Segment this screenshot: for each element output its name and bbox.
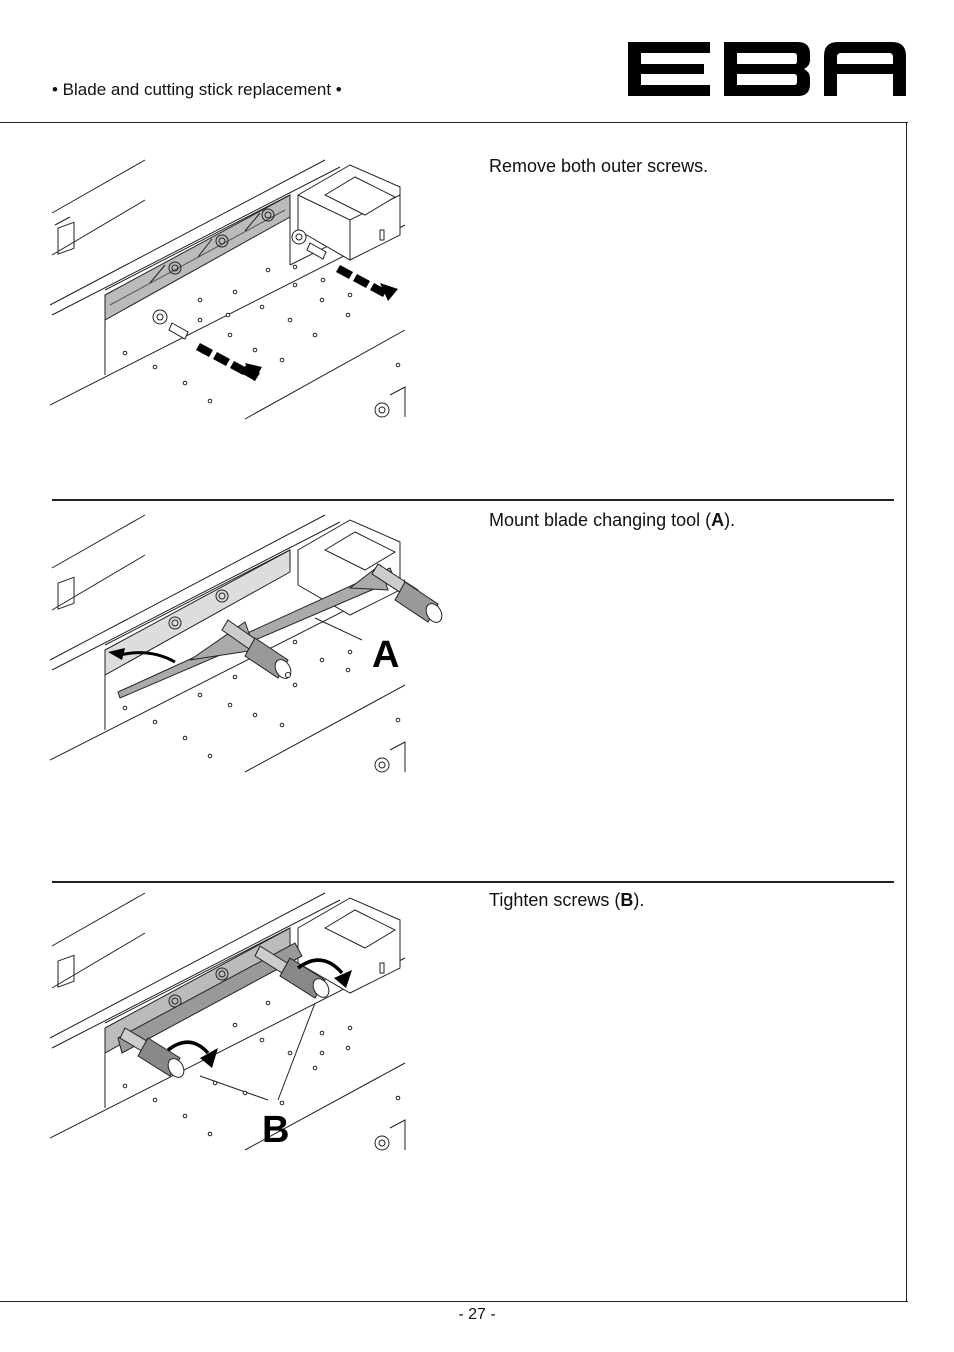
step-1-text: Remove both outer screws. bbox=[489, 156, 708, 177]
step-3-text-main: Tighten screws ( bbox=[489, 890, 621, 910]
callout-a: A bbox=[372, 634, 399, 676]
frame-right-rule bbox=[906, 122, 907, 1302]
callout-b: B bbox=[262, 1109, 289, 1151]
step-divider-2 bbox=[52, 881, 894, 883]
step-2-text: Mount blade changing tool (A). bbox=[489, 510, 735, 531]
frame-bottom-rule bbox=[0, 1301, 908, 1302]
page-number: - 27 - bbox=[458, 1306, 496, 1323]
step-2-text-end: ). bbox=[724, 510, 736, 530]
step-1-text-main: Remove both outer screws. bbox=[489, 156, 709, 176]
step-divider-1 bbox=[52, 499, 894, 501]
tighten-screws-illustration: B bbox=[50, 892, 406, 1151]
eba-logo bbox=[628, 42, 906, 96]
step-2-text-main: Mount blade changing tool ( bbox=[489, 510, 712, 530]
blade-tool-illustration: A bbox=[50, 514, 443, 773]
step-3-text-end: ). bbox=[633, 890, 645, 910]
section-title: • Blade and cutting stick replacement • bbox=[52, 80, 342, 99]
frame-top-rule bbox=[0, 122, 908, 123]
step-3-label: B bbox=[620, 890, 634, 910]
step-2-label: A bbox=[711, 510, 725, 530]
step-3-text: Tighten screws (B). bbox=[489, 890, 644, 911]
screws-removal-illustration bbox=[50, 159, 406, 420]
